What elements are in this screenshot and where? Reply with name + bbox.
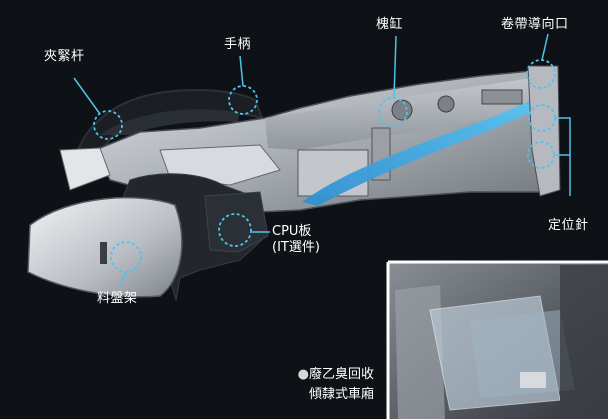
label-clamp-lever: 夾緊杆 <box>44 49 85 64</box>
label-tape-guide: 卷帶導向口 <box>501 17 569 32</box>
label-cpu-board-line2: (IT選件) <box>272 240 320 255</box>
bullet-dot-icon: ● <box>297 367 309 382</box>
callout-tape-guide <box>526 59 556 89</box>
callout-cylinder <box>378 97 408 127</box>
callout-clamp-lever <box>93 110 123 140</box>
caption-line1: ●廢乙臭回收 <box>298 365 374 385</box>
tape-channel <box>302 92 548 206</box>
callout-pin-bottom <box>527 141 555 169</box>
label-cylinder: 槐缸 <box>376 17 404 32</box>
label-handle: 手柄 <box>224 37 252 52</box>
label-cpu-board: CPU板 (IT選件) <box>272 224 320 256</box>
label-positioning-pin: 定位針 <box>548 218 589 233</box>
reel-holder-part <box>27 147 183 298</box>
callout-cpu-board <box>218 213 252 247</box>
label-cpu-board-line1: CPU板 <box>272 224 312 239</box>
caption-line1-text: 廢乙臭回收 <box>308 367 374 382</box>
caption-note: ●廢乙臭回收 傾隸式車廂 <box>298 365 374 405</box>
handle-part <box>76 89 264 157</box>
label-reel-holder: 料盤架 <box>97 291 138 306</box>
caption-line2: 傾隸式車廂 <box>308 387 374 402</box>
callout-handle <box>228 85 258 115</box>
inset-photo <box>386 260 608 419</box>
